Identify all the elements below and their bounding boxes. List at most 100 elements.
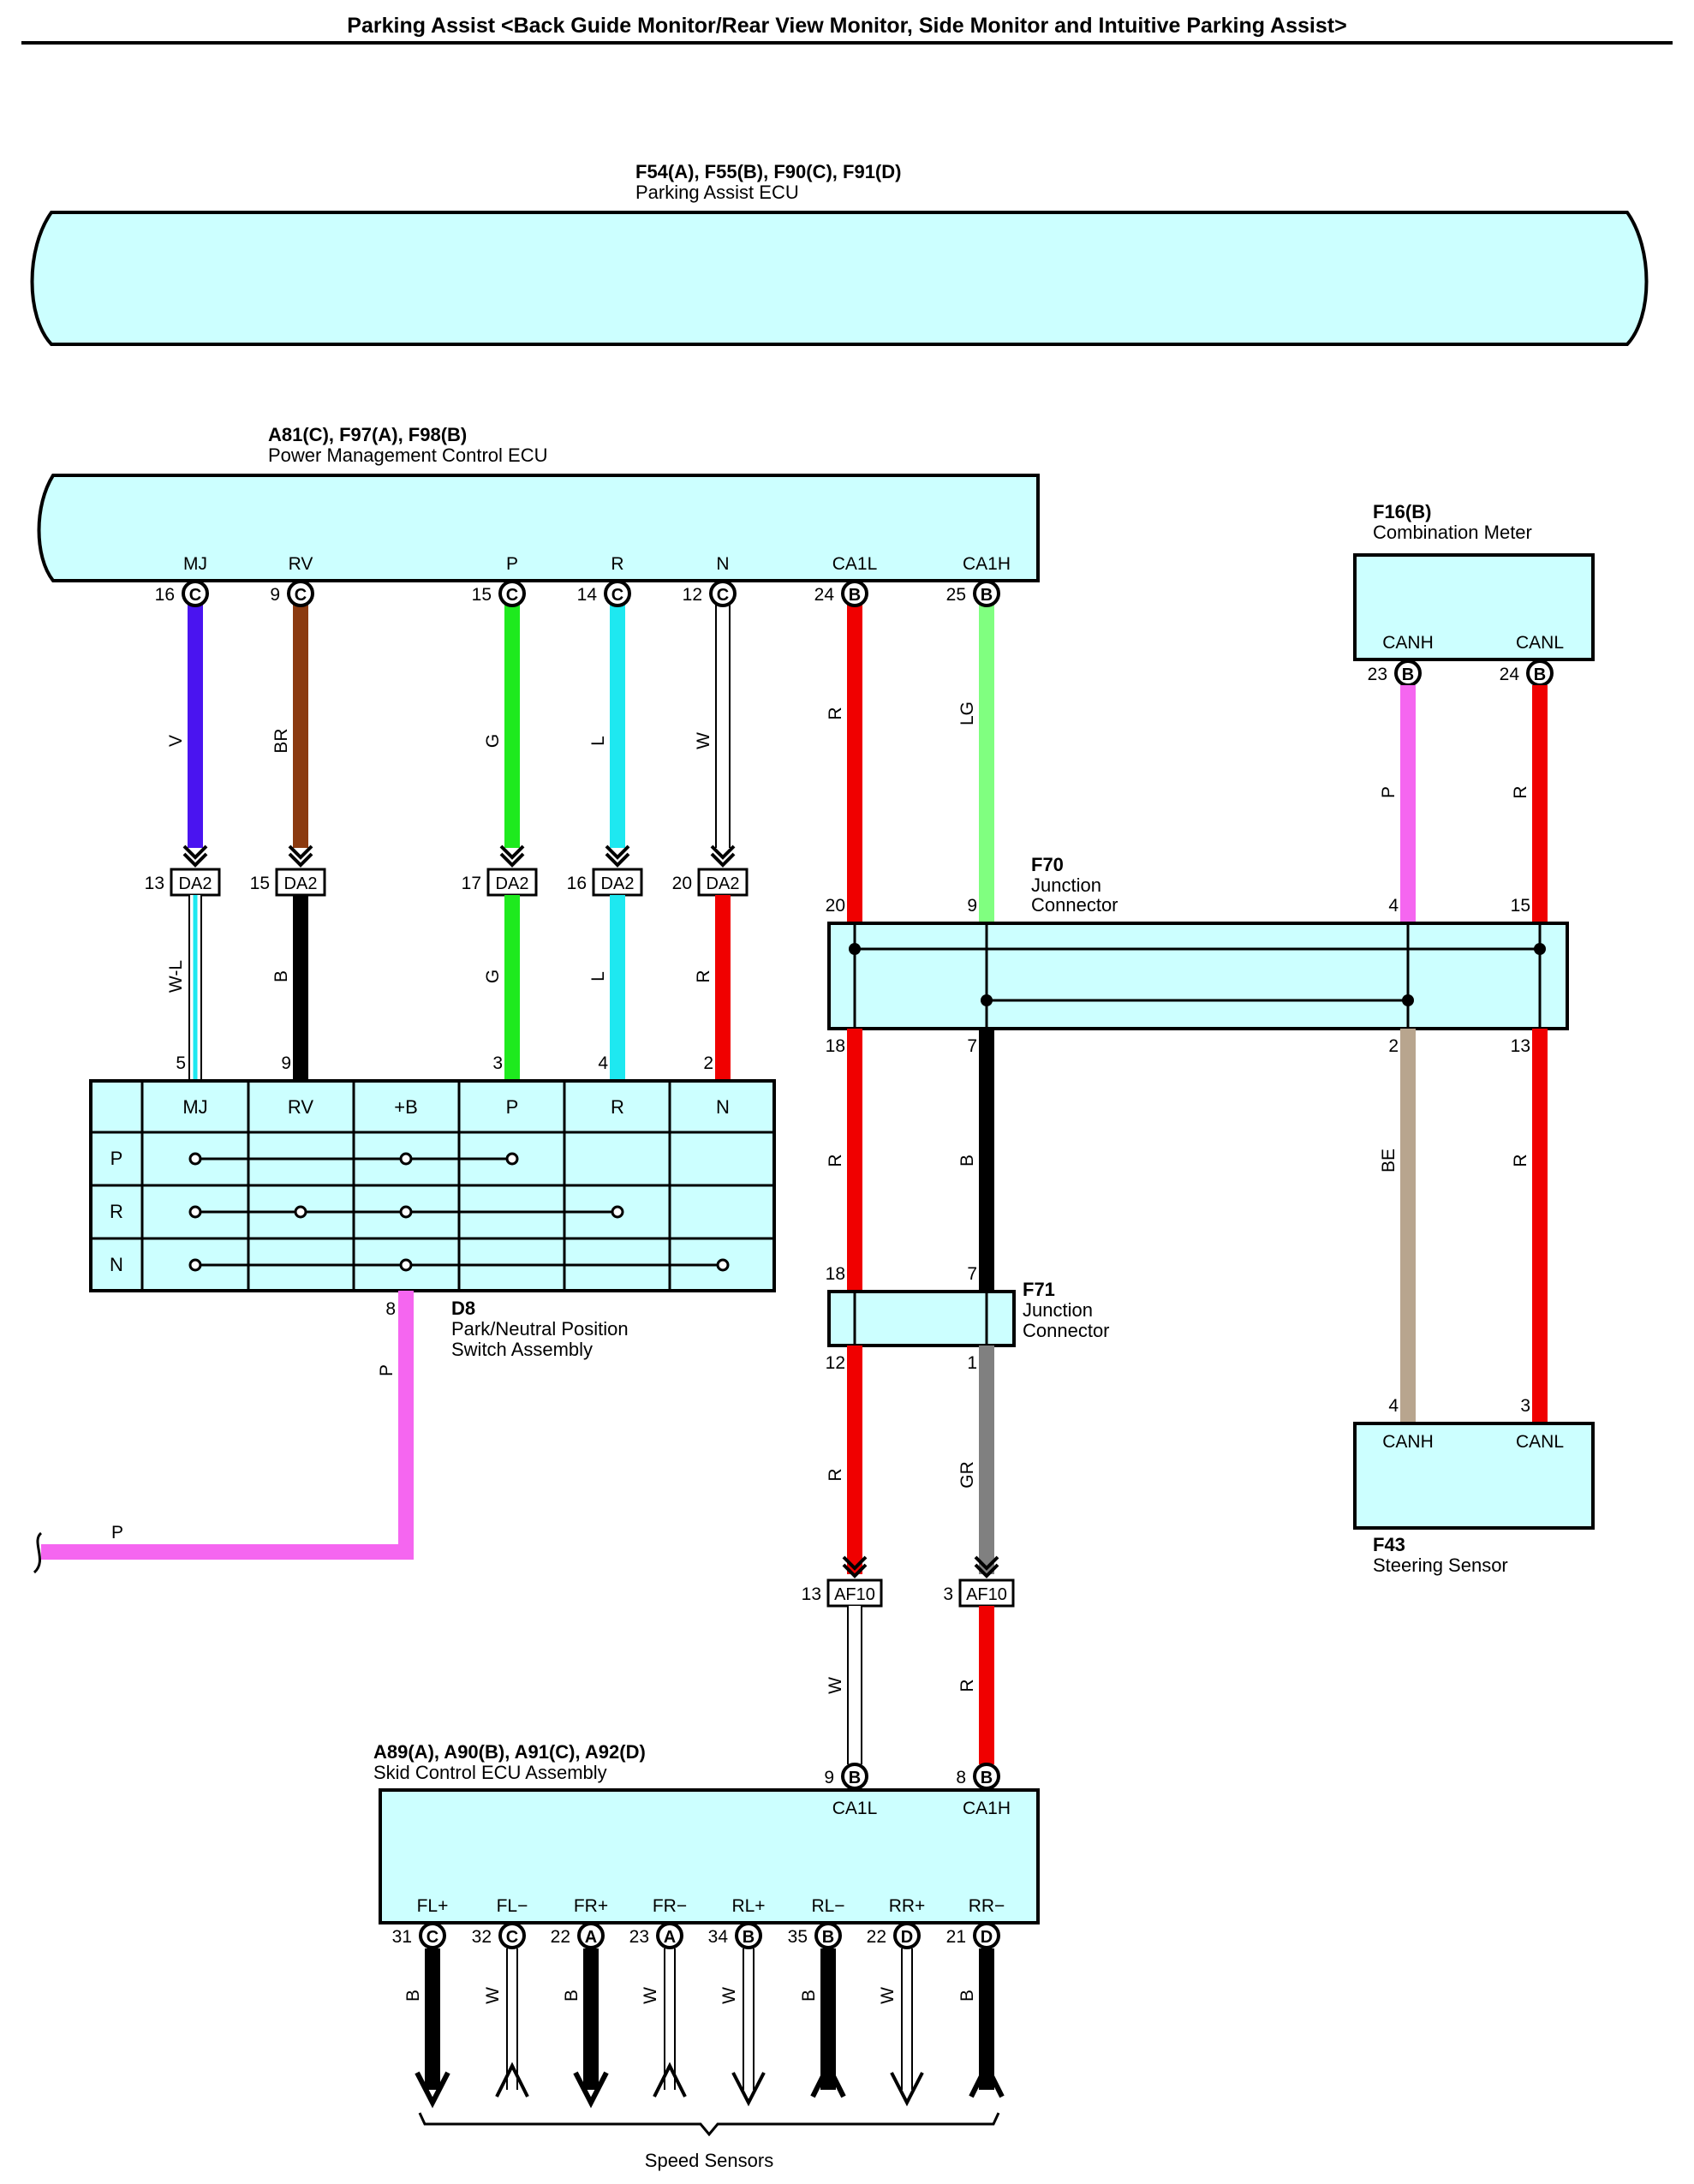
pin-label: P [506,554,518,574]
svg-text:B: B [981,1769,993,1787]
svg-text:15: 15 [472,585,492,605]
power-ecu-name: Power Management Control ECU [268,445,547,466]
svg-text:B: B [1534,665,1546,684]
f70-name-2: Connector [1031,894,1118,916]
parking-assist-ecu-box [30,211,1649,346]
svg-text:C: C [506,586,518,605]
chevron-down-icon [288,844,313,867]
svg-text:7: 7 [967,1036,977,1056]
switch-bottom-pin: 8 [385,1299,396,1319]
svg-text:AF10: AF10 [834,1585,875,1604]
svg-text:1: 1 [967,1353,977,1373]
switch-header: P [506,1096,519,1118]
wire-labels-upper: V BR G L W R LG [166,701,977,754]
svg-text:R: R [1511,1154,1530,1167]
switch-row-label: N [110,1254,123,1275]
svg-text:9: 9 [281,1053,291,1073]
svg-text:20: 20 [826,896,845,916]
speed-sensor-wires [415,1948,1005,2109]
steering-code: F43 [1373,1534,1405,1555]
svg-text:B: B [822,1928,834,1947]
pin-label: MJ [183,554,207,574]
page-title: Parking Assist <Back Guide Monitor/Rear … [347,14,1346,38]
svg-text:W: W [641,1987,660,2004]
svg-text:16: 16 [567,874,587,893]
svg-text:RR+: RR+ [889,1896,926,1916]
f71-name-2: Connector [1023,1320,1110,1341]
svg-text:RL+: RL+ [731,1896,765,1916]
svg-text:FL+: FL+ [417,1896,449,1916]
svg-text:9: 9 [967,896,977,916]
svg-text:12: 12 [683,585,702,605]
svg-text:W: W [719,1987,739,2004]
svg-text:B: B [799,1990,819,2002]
wire-p-switch-out [41,1291,414,1560]
svg-text:R: R [826,1468,845,1481]
pin-label: R [611,554,623,574]
pin-label: CANL [1516,1432,1564,1452]
svg-text:W: W [826,1677,845,1694]
svg-text:B: B [849,586,861,605]
power-ecu-pins: MJ RV P R N CA1L CA1H C C C C C B B 16 9… [155,554,1011,607]
f71-code: F71 [1023,1279,1055,1300]
skid-bottom-pins: FL+ FL− FR+ FR− RL+ RL− RR+ RR− 31 32 22… [392,1896,1005,1947]
svg-text:C: C [506,1928,518,1947]
svg-text:B: B [403,1990,423,2002]
svg-text:9: 9 [270,585,280,605]
svg-text:15: 15 [1511,896,1530,916]
pn-switch-code: D8 [451,1298,475,1319]
skid-wire-labels: B W B W W B W B [403,1987,977,2004]
svg-text:13: 13 [802,1584,821,1604]
power-management-ecu-box [37,474,1040,582]
chevron-down-icon [605,844,630,867]
svg-text:RR−: RR− [969,1896,1005,1916]
svg-text:7: 7 [967,1264,977,1284]
pin-label: CA1H [963,1799,1011,1818]
svg-text:4: 4 [1388,1396,1399,1416]
pin-label: CANL [1516,633,1564,653]
svg-text:23: 23 [629,1927,649,1947]
svg-text:L: L [588,736,608,746]
svg-text:A: A [585,1928,597,1947]
svg-text:R: R [826,1154,845,1167]
svg-text:9: 9 [824,1768,834,1787]
svg-text:3: 3 [943,1584,953,1604]
chevron-down-icon [499,844,525,867]
wire-labels-da2: W-L B G L R [166,960,713,993]
switch-header: +B [394,1096,418,1118]
switch-top-pins: 5 9 3 4 2 [176,1053,713,1073]
svg-text:15: 15 [250,874,270,893]
power-ecu-code: A81(C), F97(A), F98(B) [268,424,467,445]
svg-text:22: 22 [867,1927,886,1947]
svg-text:B: B [957,1990,977,2002]
svg-text:2: 2 [1388,1036,1399,1056]
f71-junction-box [827,1290,1016,1347]
pin-label: RV [289,554,313,574]
pin-label: CA1L [832,1799,878,1818]
switch-row-label: P [110,1148,123,1169]
da2-connectors: DA2 DA2 DA2 DA2 DA2 13 15 17 16 20 [145,868,749,897]
chevron-down-icon [710,844,736,867]
svg-text:P: P [1379,786,1399,798]
svg-text:DA2: DA2 [179,874,212,893]
svg-text:BR: BR [271,728,291,753]
svg-text:DA2: DA2 [707,874,740,893]
svg-text:24: 24 [1500,665,1520,684]
parking-ecu-name: Parking Assist ECU [635,182,799,203]
svg-text:A: A [664,1928,676,1947]
f71-name-1: Junction [1023,1299,1093,1321]
pn-switch-name-1: Park/Neutral Position [451,1318,629,1340]
skid-ecu-name: Skid Control ECU Assembly [373,1762,607,1783]
chevron-down-icon [182,844,208,867]
pin-label: N [716,554,729,574]
svg-text:3: 3 [492,1053,503,1073]
svg-text:12: 12 [826,1353,845,1373]
svg-text:C: C [189,586,201,605]
svg-text:RL−: RL− [811,1896,844,1916]
svg-text:W-L: W-L [166,960,186,993]
meter-code: F16(B) [1373,501,1431,522]
svg-text:G: G [483,734,503,748]
svg-text:D: D [981,1928,993,1947]
svg-text:13: 13 [145,874,164,893]
svg-text:DA2: DA2 [601,874,635,893]
